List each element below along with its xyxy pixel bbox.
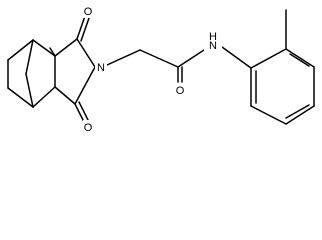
bond-ar-inner-1 bbox=[289, 53, 310, 67]
bonds bbox=[7, 9, 315, 125]
bond-camide-nh bbox=[177, 49, 205, 68]
bond-c4-o-bottom-b bbox=[78, 101, 90, 123]
atom-o-amide: O bbox=[176, 85, 185, 97]
bond-c3-o-top-b bbox=[80, 17, 90, 42]
bond-c8-c9 bbox=[7, 87, 34, 108]
bond-ar4-ar5 bbox=[285, 105, 315, 125]
atom-labels: O O N O N H bbox=[83, 5, 222, 134]
molecule-structure: O O N O N H bbox=[7, 5, 315, 134]
bond-n-c4 bbox=[74, 66, 96, 105]
bond-c3-o-top-a bbox=[76, 15, 86, 40]
bond-ar1-ar2 bbox=[250, 48, 287, 69]
bond-ar2-ar3 bbox=[285, 48, 315, 68]
bond-n-ch2 bbox=[106, 49, 141, 66]
bond-c3-n bbox=[76, 38, 96, 68]
bond-nh-aryl bbox=[221, 46, 252, 69]
bond-ch2-camide bbox=[139, 49, 179, 68]
atom-o-top: O bbox=[84, 6, 93, 18]
atom-nh-amide: N bbox=[209, 40, 217, 52]
bond-c6-c7 bbox=[7, 39, 34, 61]
bond-c4-c5 bbox=[54, 86, 76, 105]
atom-n-imide: N bbox=[97, 62, 105, 74]
bond-c2-c3 bbox=[54, 38, 78, 57]
bond-c6-c10 bbox=[25, 39, 34, 75]
atom-o-bottom: O bbox=[84, 122, 93, 134]
bond-c2-c6 bbox=[32, 39, 56, 57]
bond-ar5-ar6 bbox=[250, 105, 287, 125]
atom-h-amide: H bbox=[209, 31, 217, 43]
bond-c9-c5 bbox=[32, 86, 56, 108]
bond-c10-c9 bbox=[25, 73, 34, 108]
bond-ar-inner-2 bbox=[285, 104, 310, 119]
